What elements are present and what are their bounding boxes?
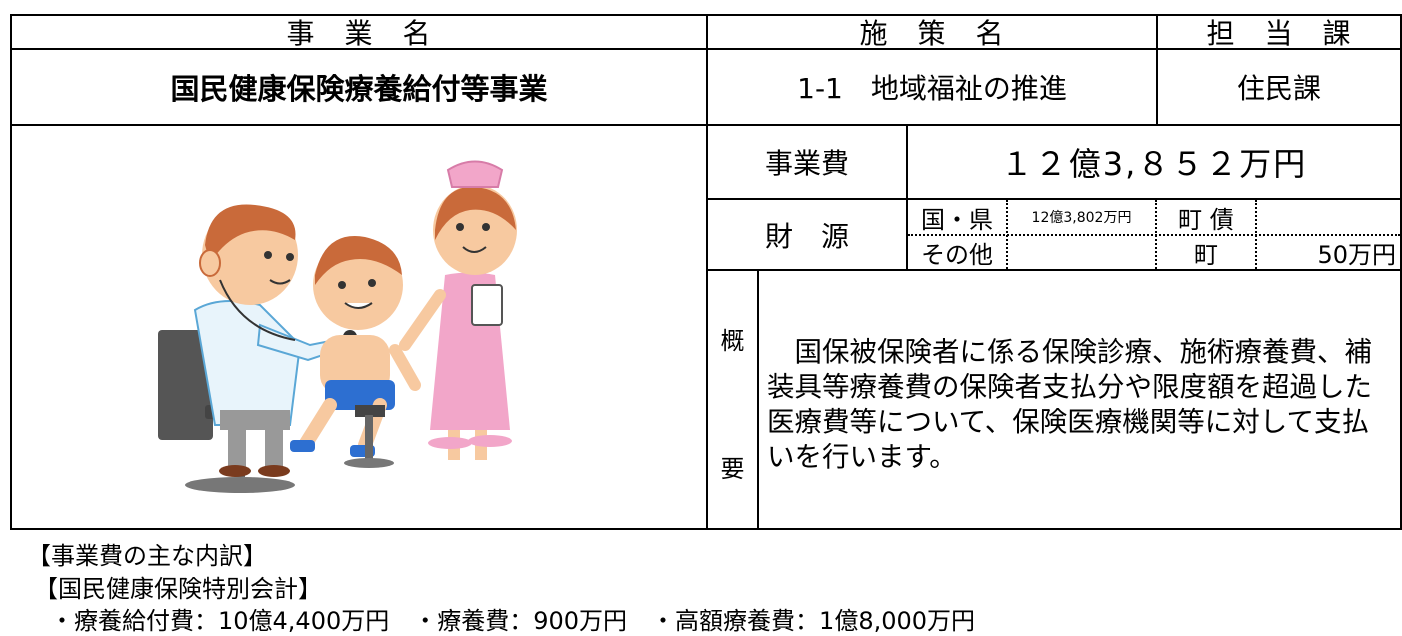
- funding-town-bond-label: 町 債: [1178, 205, 1234, 234]
- header-department: 担 当 課: [1206, 17, 1352, 50]
- summary-label-top: 概: [720, 326, 745, 355]
- breakdown-items: ・療養給付費：10億4,400万円 ・療養費：900万円 ・高額療養費：1億8,…: [50, 607, 976, 635]
- funding-divider-v2: [1155, 200, 1157, 269]
- funding-label: 財 源: [764, 219, 849, 253]
- border-right: [1400, 14, 1402, 530]
- funding-divider-h: [908, 234, 1400, 236]
- nurse-figure: [399, 160, 517, 460]
- header-business-name: 事 業 名: [286, 17, 432, 50]
- header-policy-name: 施 策 名: [859, 17, 1005, 50]
- department-value: 住民課: [1236, 72, 1321, 105]
- funding-other-value: [1008, 236, 1155, 269]
- funding-national-pref-label: 国・県: [921, 205, 993, 234]
- border-col-left: [706, 14, 708, 530]
- funding-national-pref-value: 12億3,802万円: [1031, 210, 1132, 226]
- border-col-dept: [1156, 14, 1158, 126]
- funding-town-bond-value: [1257, 200, 1400, 234]
- child-figure: [290, 236, 421, 468]
- funding-town-label: 町: [1194, 241, 1218, 269]
- border-col-summary-label: [757, 269, 759, 530]
- funding-other-label: その他: [921, 241, 993, 269]
- border-row-funding-bottom: [706, 269, 1402, 271]
- cost-value: １２億3,８５２万円: [1000, 145, 1308, 183]
- doctor-figure: [193, 204, 357, 477]
- policy-name-value: 1-1 地域福祉の推進: [797, 72, 1067, 105]
- chair-icon: [158, 330, 295, 493]
- breakdown-title: 【事業費の主な内訳】: [27, 542, 267, 570]
- funding-town-value: 50万円: [1317, 241, 1396, 269]
- business-name-value: 国民健康保険療養給付等事業: [170, 72, 548, 106]
- cost-label: 事業費: [764, 147, 849, 180]
- border-col-label: [906, 124, 908, 271]
- border-row-cost-bottom: [706, 198, 1402, 200]
- breakdown-subtitle: 【国民健康保険特別会計】: [34, 575, 322, 603]
- funding-divider-v1: [1006, 200, 1008, 269]
- doctor-nurse-child-illustration: [150, 145, 570, 515]
- summary-text: 国保被保険者に係る保険診療、施術療養費、補装具等療養費の保険者支払分や限度額を超…: [767, 336, 1372, 473]
- border-left: [10, 14, 12, 530]
- summary-label-bottom: 要: [720, 454, 745, 483]
- funding-divider-v3: [1255, 200, 1257, 269]
